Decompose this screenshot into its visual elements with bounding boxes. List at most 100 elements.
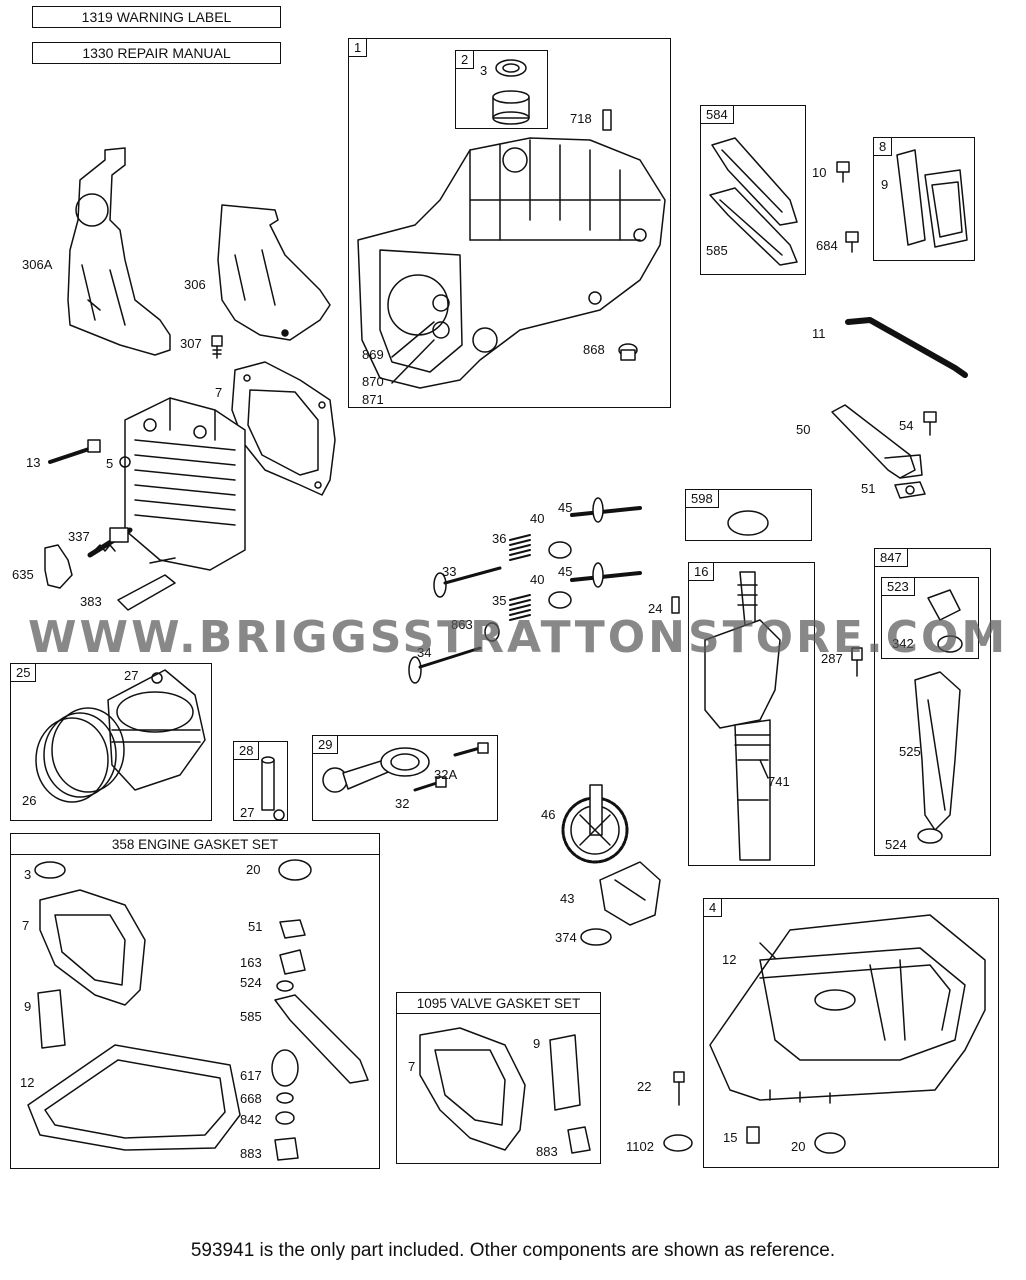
group-frame-523: 523 [881,577,979,659]
bolt-684-drawing [845,231,859,253]
valve-33-drawing [433,566,502,598]
kit358-label-585: 585 [240,1009,262,1024]
sump-4-drawing [709,914,986,1104]
warning-label-text: 1319 WARNING LABEL [81,9,232,25]
group-tag-16: 16 [688,562,715,581]
valve-34-drawing [408,646,482,684]
kit358-label-7: 7 [22,918,30,933]
group-tag-28: 28 [233,741,260,760]
shield-306-drawing [217,204,331,341]
group-frame-598: 598 [685,489,812,541]
group-frame-29: 29 [312,735,498,821]
part-label-27-piston: 27 [124,668,139,683]
part-label-33: 33 [442,564,457,579]
bolt-32-drawing [413,776,447,792]
plug-868-drawing [618,343,638,361]
spring-35-drawing [509,594,531,621]
kit358-label-668: 668 [240,1091,262,1106]
bolt-287-drawing [851,647,863,677]
part-label-51: 51 [861,481,876,496]
group-tag-4: 4 [703,898,723,917]
part-label-40-bottom: 40 [530,572,545,587]
cap-523-drawing [927,589,963,653]
part-label-306: 306 [184,277,206,292]
bolt-54-drawing [923,411,937,436]
part-label-45-bottom: 45 [558,564,573,579]
part-label-524: 524 [885,837,907,852]
wrench-383-drawing [117,557,176,611]
part-label-684: 684 [816,238,838,253]
part-label-5: 5 [106,456,114,471]
kit1095-label-7: 7 [408,1059,416,1074]
part-label-306A: 306A [22,257,53,272]
part-label-863: 863 [451,617,473,632]
group-tag-25: 25 [10,663,37,682]
cylinder-head-5-drawing [119,397,246,571]
camshaft-46-drawing [561,784,629,864]
sleeve-2-drawing [492,59,530,125]
retainer-40b-drawing [548,591,572,609]
wrist-pin-28-drawing [261,756,275,811]
group-frame-4: 4 [703,898,999,1168]
part-label-10: 10 [812,165,827,180]
group-tag-847: 847 [874,548,908,567]
part-label-3: 3 [480,63,488,78]
spark-plug-337-drawing [87,527,133,558]
part-label-342: 342 [892,636,914,651]
kit-358-drawing [27,859,369,1161]
bolt-10-drawing [836,161,850,183]
kit-frame-1095: 1095 VALVE GASKET SET [396,992,601,1164]
part-label-525: 525 [899,744,921,759]
part-label-54: 54 [899,418,914,433]
part-label-13: 13 [26,455,41,470]
part-label-868: 868 [583,342,605,357]
group-tag-2: 2 [455,50,475,69]
bolt-22-drawing [673,1071,685,1106]
group-frame-25: 25 [10,663,212,821]
group-frame-847: 847 [874,548,991,856]
part-label-40-top: 40 [530,511,545,526]
part-label-718: 718 [570,111,592,126]
kit-caption-358: 358 ENGINE GASKET SET [10,833,380,855]
clip-27a-drawing [151,672,163,684]
part-label-12-sump: 12 [722,952,737,967]
part-label-869: 869 [362,347,384,362]
group-tag-8: 8 [873,137,893,156]
part-label-46: 46 [541,807,556,822]
footer-note: 593941 is the only part included. Other … [190,1240,836,1261]
group-frame-584: 584 [700,105,806,275]
kit358-label-9: 9 [24,999,32,1014]
seal-20-drawing [814,1132,846,1154]
kit-frame-358: 358 ENGINE GASKET SET [10,833,380,1169]
shield-306A-drawing [67,147,171,356]
kit358-label-12: 12 [20,1075,35,1090]
washer-374-drawing [580,928,612,946]
pin-718-drawing [602,109,612,131]
bolt-32A-drawing [453,742,489,757]
part-label-9: 9 [881,177,889,192]
group-frame-16: 16 [688,562,815,866]
oring-524-drawing [917,828,943,844]
valve-cover-8-drawing [896,149,968,248]
part-label-15: 15 [723,1130,738,1145]
part-label-383: 383 [80,594,102,609]
pin-24-drawing [671,596,680,614]
tube-525-drawing [914,671,961,831]
group-tag-584: 584 [700,105,734,124]
spring-36-drawing [509,534,531,561]
plug-15-drawing [746,1126,760,1144]
part-label-50: 50 [796,422,811,437]
kit358-label-842: 842 [240,1112,262,1127]
kit-caption-1095: 1095 VALVE GASKET SET [396,992,601,1014]
part-label-307: 307 [180,336,202,351]
kit358-label-524: 524 [240,975,262,990]
crankshaft-16-drawing [704,571,781,861]
part-label-35: 35 [492,593,507,608]
tube-11-drawing [845,317,968,378]
part-label-32: 32 [395,796,410,811]
watermark-text: WWW.BRIGGSSTRATTONSTORE.COM [28,612,1009,663]
kit1095-label-9: 9 [533,1036,541,1051]
part-label-871: 871 [362,392,384,407]
tube-50-drawing [831,404,923,479]
